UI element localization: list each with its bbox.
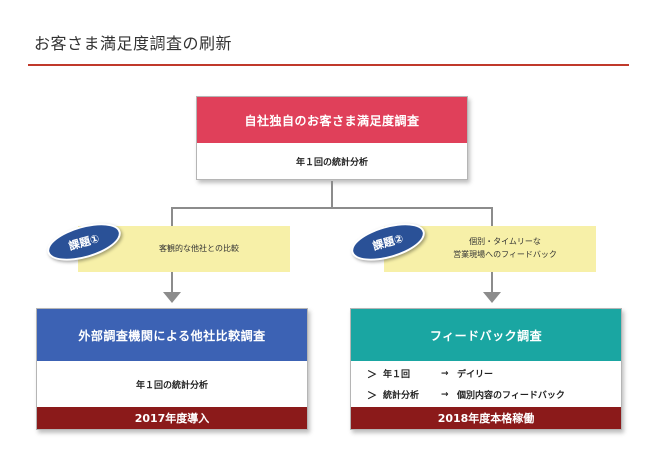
issue-callout-left-line: 客観的な他社との比較 [159, 243, 239, 253]
title-divider [28, 64, 629, 66]
bullet-marker-icon: ＞ [367, 391, 377, 402]
external-survey-footer: 2017年度導入 [37, 407, 307, 429]
feedback-bullet: ＞ 年１回 → デイリー [367, 366, 494, 382]
bullet-from: 年１回 [383, 370, 411, 380]
feedback-bullet: ＞ 統計分析 → 個別内容のフィードバック [367, 387, 565, 403]
feedback-survey-footer: 2018年度本格稼働 [351, 407, 621, 429]
top-survey-box: 自社独自のお客さま満足度調査 年１回の統計分析 [196, 96, 468, 180]
bullet-from: 統計分析 [383, 391, 420, 401]
arrow-left-down-icon [163, 292, 181, 303]
bullet-to: 個別内容のフィードバック [457, 391, 565, 401]
arrow-right-down-icon [483, 292, 501, 303]
external-survey-title: 外部調査機関による他社比較調査 [37, 309, 307, 361]
feedback-survey-title: フィードバック調査 [351, 309, 621, 361]
page-title: お客さま満足度調査の刷新 [34, 34, 233, 53]
issue-callout-right-line: 営業現場へのフィードバック [453, 250, 557, 259]
feedback-survey-box: フィードバック調査 ＞ 年１回 → デイリー ＞ 統計分析 → 個別内容のフィー… [350, 308, 622, 430]
connector-crossbar [171, 207, 493, 209]
top-survey-body: 年１回の統計分析 [295, 157, 368, 168]
feedback-survey-body: ＞ 年１回 → デイリー ＞ 統計分析 → 個別内容のフィードバック [351, 361, 621, 407]
bullet-arrow-icon: → [441, 368, 449, 379]
issue-callout-right-line: 個別・タイムリーな [469, 237, 541, 247]
bullet-to: デイリー [457, 370, 494, 380]
external-survey-box: 外部調査機関による他社比較調査 年１回の統計分析 2017年度導入 [36, 308, 308, 430]
bullet-arrow-icon: → [441, 389, 449, 400]
external-survey-body: 年１回の統計分析 [135, 380, 208, 391]
bullet-marker-icon: ＞ [367, 370, 377, 381]
connector-trunk [331, 181, 333, 208]
top-survey-title: 自社独自のお客さま満足度調査 [197, 97, 467, 143]
